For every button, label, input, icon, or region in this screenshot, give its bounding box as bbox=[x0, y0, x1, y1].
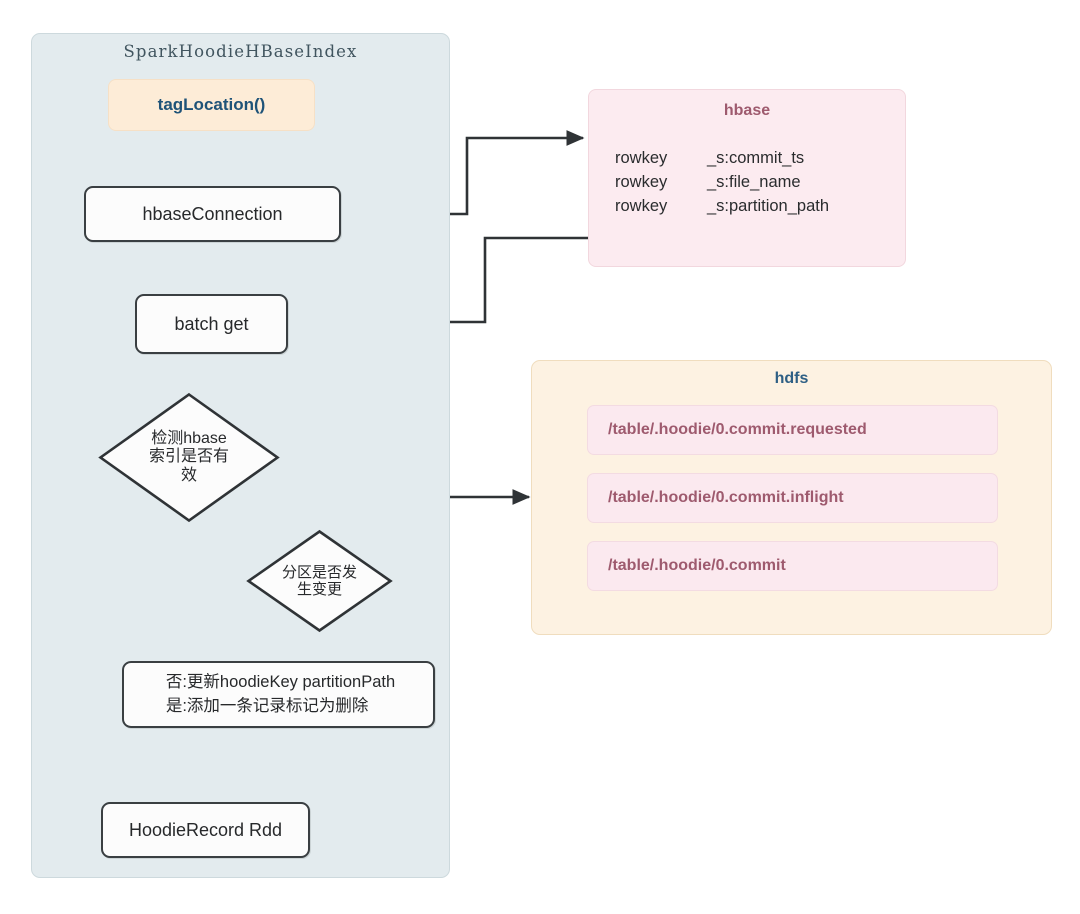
hbase-rowkey: rowkey bbox=[615, 173, 668, 192]
decision-line: 生变更 bbox=[296, 581, 342, 598]
decision-hbase-index-valid-shape bbox=[98, 392, 280, 523]
panel-hbase[interactable]: hbase rowkey _s:commit_ts rowkey _s:file… bbox=[588, 89, 906, 267]
decision-line: 分区是否发 bbox=[281, 563, 357, 581]
node-tag-location-label: tagLocation() bbox=[157, 95, 266, 114]
decision-line: 索引是否有 bbox=[148, 448, 229, 466]
node-hoodie-record-rdd-label: HoodieRecord Rdd bbox=[128, 819, 283, 840]
decision-hbase-index-valid[interactable]: 检测hbase 索引是否有 效 bbox=[98, 392, 280, 523]
decision-line: 检测hbase bbox=[151, 429, 227, 447]
decision-partition-changed-shape bbox=[246, 529, 393, 633]
node-update-record[interactable]: 否:更新hoodieKey partitionPath 是:添加一条记录标记为删… bbox=[122, 661, 435, 728]
decision-partition-changed[interactable]: 分区是否发 生变更 bbox=[246, 529, 393, 633]
decision-hbase-index-valid-label: 检测hbase 索引是否有 效 bbox=[98, 392, 280, 523]
node-hoodie-record-rdd[interactable]: HoodieRecord Rdd bbox=[101, 802, 310, 858]
hdfs-item[interactable]: /table/.hoodie/0.commit.requested bbox=[587, 405, 998, 455]
node-tag-location[interactable]: tagLocation() bbox=[108, 79, 315, 131]
hbase-row-list: rowkey _s:commit_ts rowkey _s:file_name … bbox=[589, 146, 905, 218]
decision-line: 效 bbox=[180, 466, 197, 484]
decision-partition-changed-label: 分区是否发 生变更 bbox=[246, 529, 393, 633]
node-update-record-line: 是:添加一条记录标记为删除 bbox=[165, 696, 369, 715]
group-title-spark: SparkHoodieHBaseIndex bbox=[123, 42, 358, 61]
hbase-column: _s:commit_ts bbox=[707, 149, 805, 167]
hbase-rowkey: rowkey bbox=[615, 149, 668, 167]
group-hdfs: hdfs /table/.hoodie/0.commit.requested /… bbox=[531, 360, 1052, 635]
hbase-row: rowkey _s:partition_path bbox=[615, 194, 905, 218]
hdfs-item[interactable]: /table/.hoodie/0.commit.inflight bbox=[587, 473, 998, 523]
panel-hbase-title: hbase bbox=[723, 102, 771, 119]
hbase-rowkey: rowkey bbox=[615, 197, 668, 216]
node-batch-get[interactable]: batch get bbox=[135, 294, 288, 354]
node-hbase-connection[interactable]: hbaseConnection bbox=[84, 186, 341, 242]
node-batch-get-label: batch get bbox=[174, 313, 249, 334]
hbase-column: _s:partition_path bbox=[707, 197, 830, 216]
node-update-record-line: 否:更新hoodieKey partitionPath bbox=[165, 673, 396, 692]
hdfs-item-list: /table/.hoodie/0.commit.requested /table… bbox=[587, 405, 998, 591]
hbase-row: rowkey _s:file_name bbox=[615, 170, 905, 194]
hbase-row: rowkey _s:commit_ts bbox=[615, 146, 905, 170]
hdfs-item[interactable]: /table/.hoodie/0.commit bbox=[587, 541, 998, 591]
group-title-hdfs: hdfs bbox=[774, 370, 809, 387]
hbase-column: _s:file_name bbox=[707, 173, 801, 192]
node-hbase-connection-label: hbaseConnection bbox=[142, 203, 283, 224]
